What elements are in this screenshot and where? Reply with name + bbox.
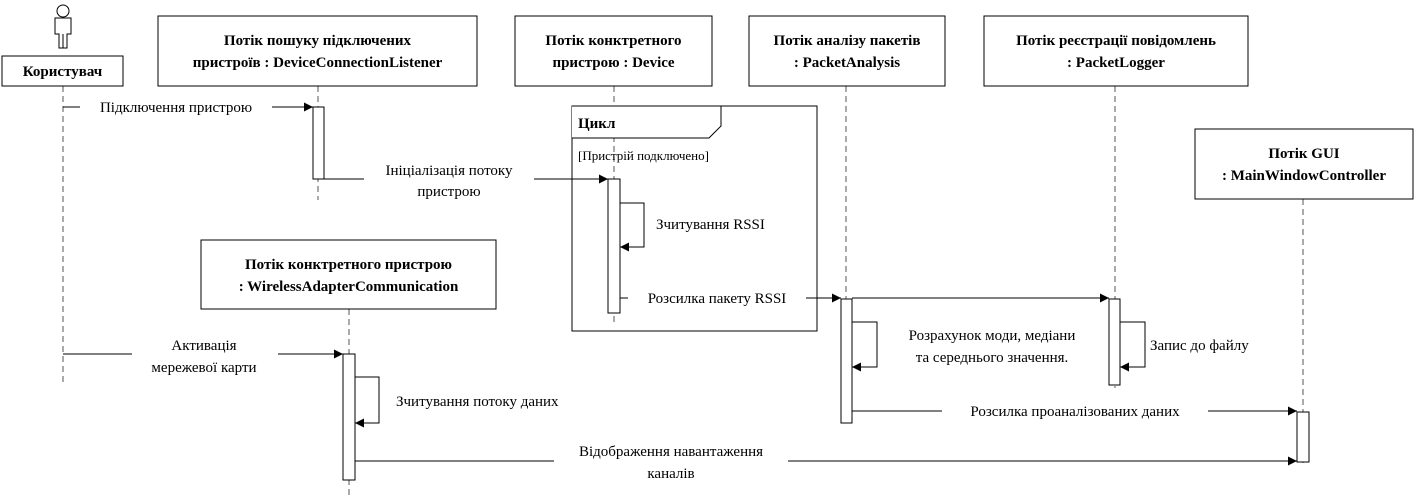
- message-write-file-label: Запис до файлу: [1150, 338, 1249, 354]
- loop-fragment: Цикл [Пристрій подключено]: [571, 105, 818, 332]
- message-stats-label-1: Розрахунок моди, медіани: [909, 328, 1076, 344]
- activation-wireless: [342, 353, 356, 481]
- message-write-file-arrow: [1120, 321, 1146, 372]
- activation-analysis: [840, 298, 853, 424]
- participant-wireless-line1: Потік конктретного пристрою: [245, 257, 452, 273]
- participant-box: [200, 239, 497, 310]
- participant-box: [514, 15, 713, 87]
- actor-user: Користувач: [1, 4, 124, 87]
- participant-wireless-line2: : WirelessAdapterCommunication: [239, 279, 459, 295]
- message-stats-arrow: [852, 321, 878, 372]
- participant-box: [983, 15, 1249, 87]
- activation-logger: [1108, 298, 1121, 386]
- participant-analysis: Потік аналізу пакетів : PacketAnalysis: [748, 15, 946, 87]
- loop-title: Цикл: [578, 116, 616, 132]
- label-bg: [364, 158, 534, 198]
- message-read-stream-label: Зчитування потоку даних: [396, 394, 559, 410]
- participant-listener-line1: Потік пошуку підключених: [224, 33, 412, 49]
- label-bg: [80, 96, 272, 116]
- message-send-analyzed-label: Розсилка проаналізованих даних: [970, 404, 1180, 420]
- message-display-label-2: каналів: [647, 466, 694, 482]
- label-bg: [942, 401, 1208, 421]
- participant-listener-line2: пристроїв : DeviceConnectionListener: [193, 55, 443, 71]
- participant-box: [1194, 128, 1414, 200]
- participant-box: [748, 15, 946, 87]
- label-bg: [628, 288, 806, 308]
- message-read-rssi-arrow: [620, 202, 645, 252]
- message-connect-label: Підключення пристрою: [100, 100, 252, 116]
- actor-label: Користувач: [23, 64, 103, 80]
- participant-gui-line2: : MainWindowController: [1222, 168, 1386, 184]
- activation-gui: [1296, 411, 1310, 463]
- message-labels: Підключення пристрою Ініціалізація поток…: [80, 96, 1249, 482]
- participant-listener: Потік пошуку підключених пристроїв : Dev…: [157, 15, 478, 87]
- message-init-label-2: пристрою: [417, 184, 480, 200]
- message-activate-label-2: мережевої карти: [151, 360, 256, 376]
- stick-figure-icon: [54, 4, 72, 49]
- label-bg: [554, 440, 788, 482]
- participant-wireless: Потік конктретного пристрою : WirelessAd…: [200, 239, 497, 310]
- message-stats-label-2: та середнього значення.: [916, 350, 1069, 366]
- message-display-label-1: Відображення навантаження: [579, 444, 763, 460]
- participant-box: [157, 15, 478, 87]
- participant-logger: Потік реєстрації повідомлень : PacketLog…: [983, 15, 1249, 87]
- label-bg: [132, 334, 278, 376]
- message-activate-label-1: Активація: [171, 338, 236, 354]
- participant-logger-line1: Потік реєстрації повідомлень: [1016, 33, 1216, 49]
- message-read-stream-arrow: [355, 376, 380, 428]
- participant-device-line2: пристрою : Device: [552, 55, 674, 71]
- activation-device: [607, 178, 621, 314]
- activations: [312, 106, 1310, 481]
- participant-logger-line2: : PacketLogger: [1067, 55, 1165, 71]
- participant-gui: Потік GUI : MainWindowController: [1194, 128, 1414, 200]
- loop-guard: [Пристрій подключено]: [578, 148, 709, 163]
- participant-analysis-line2: : PacketAnalysis: [794, 55, 900, 71]
- message-send-rssi-label: Розсилка пакету RSSI: [648, 291, 787, 307]
- participant-gui-line1: Потік GUI: [1268, 146, 1339, 162]
- participant-device-line1: Потік конктретного: [545, 33, 681, 49]
- activation-listener: [312, 106, 325, 180]
- message-init-label-1: Ініціалізація потоку: [385, 163, 513, 179]
- actor-box: [1, 55, 124, 87]
- message-read-rssi-label: Зчитування RSSI: [656, 217, 765, 233]
- participant-analysis-line1: Потік аналізу пакетів: [774, 33, 921, 49]
- participant-device: Потік конктретного пристрою : Device: [514, 15, 713, 87]
- loop-tab: [572, 105, 722, 139]
